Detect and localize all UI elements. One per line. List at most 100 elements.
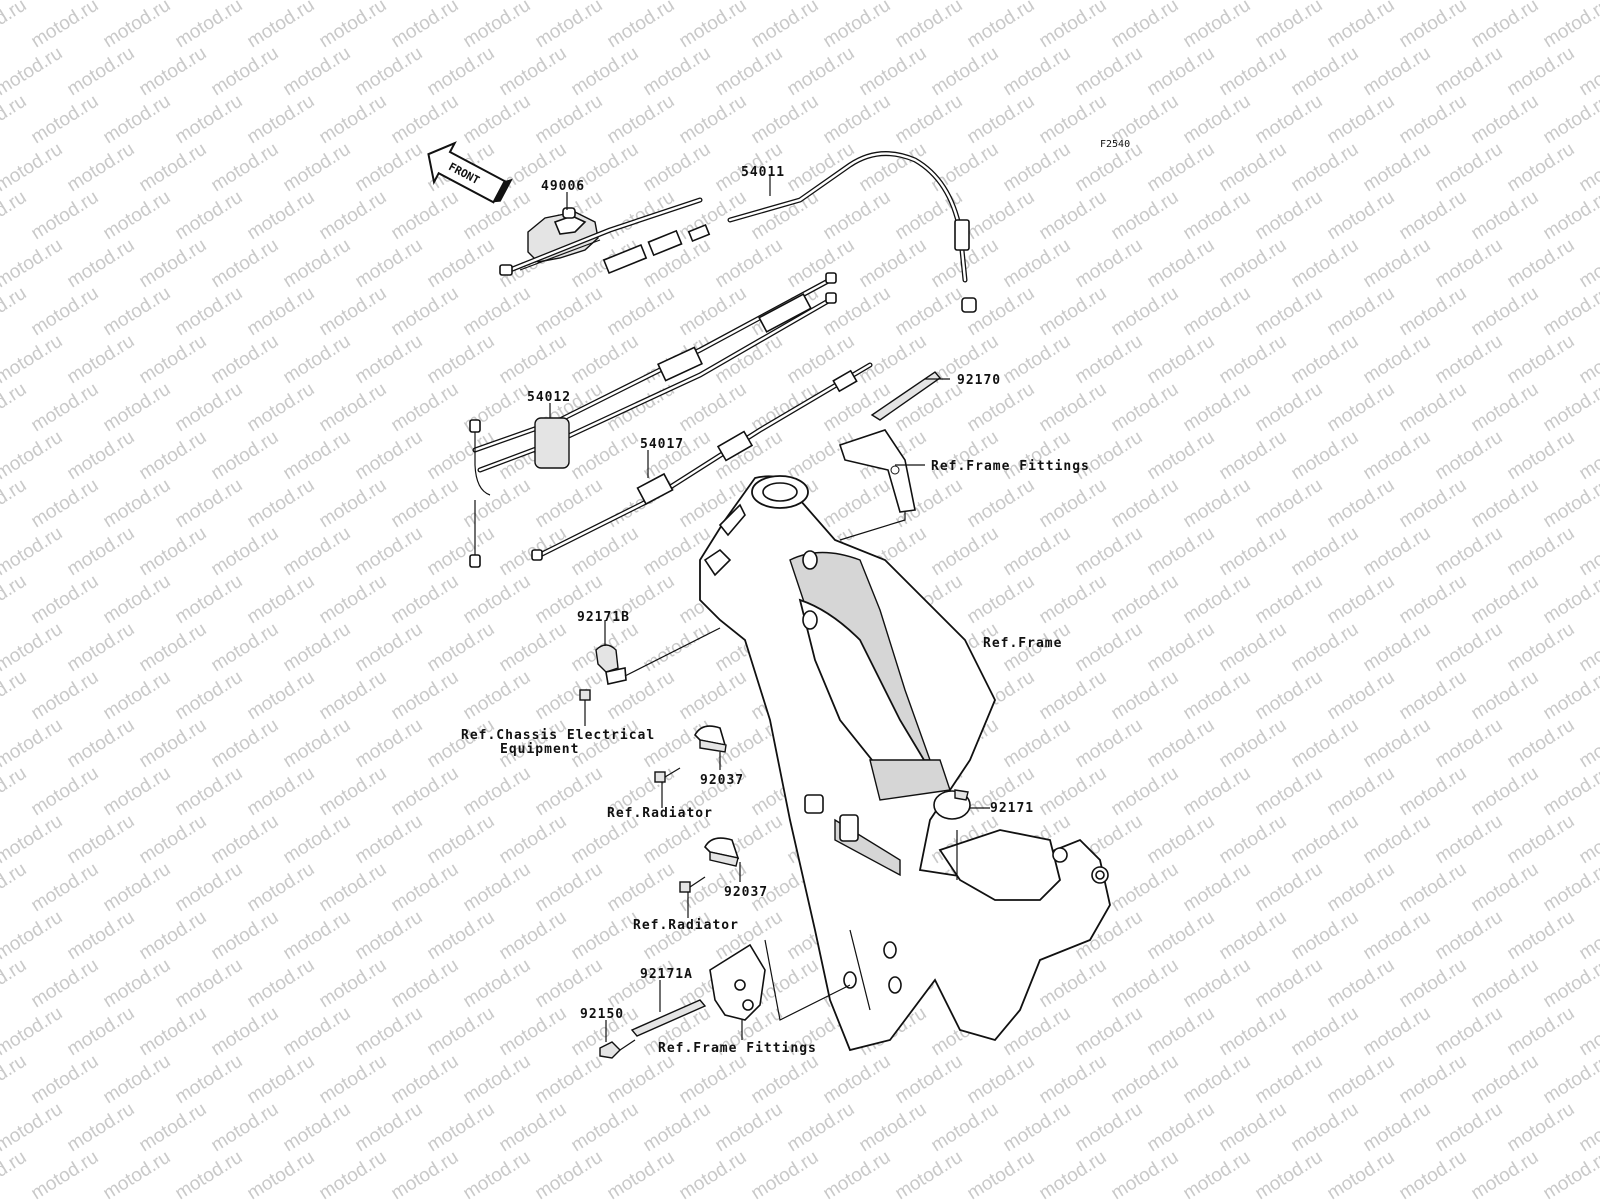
callout-54011: 54011 xyxy=(741,165,785,180)
watermark-text: motod.ru xyxy=(1432,0,1507,4)
watermark-text: motod.ru xyxy=(388,763,463,821)
watermark-text: motod.ru xyxy=(532,283,607,341)
watermark-text: motod.ru xyxy=(1504,715,1579,773)
watermark-text: motod.ru xyxy=(1540,187,1600,245)
watermark-text: motod.ru xyxy=(100,763,175,821)
watermark-text: motod.ru xyxy=(280,139,355,197)
watermark-text: motod.ru xyxy=(352,0,427,4)
watermark-text: motod.ru xyxy=(532,91,607,149)
watermark-text: motod.ru xyxy=(1576,0,1600,4)
watermark-text: motod.ru xyxy=(928,0,1003,4)
frame-fitting-top xyxy=(838,429,916,513)
callout-92171a: 92171A xyxy=(640,967,693,982)
watermark-text: motod.ru xyxy=(424,811,499,869)
watermark-text: motod.ru xyxy=(0,91,30,149)
watermark-text: motod.ru xyxy=(1144,0,1219,4)
watermark-text: motod.ru xyxy=(100,1051,175,1109)
watermark-text: motod.ru xyxy=(208,907,283,965)
watermark-text: motod.ru xyxy=(172,187,247,245)
watermark-text: motod.ru xyxy=(64,1099,139,1157)
watermark-text: motod.ru xyxy=(1108,667,1183,725)
watermark-text: motod.ru xyxy=(172,0,247,52)
watermark-text: motod.ru xyxy=(1144,619,1219,677)
watermark-text: motod.ru xyxy=(1576,811,1600,869)
watermark-text: motod.ru xyxy=(424,0,499,4)
watermark-text: motod.ru xyxy=(208,715,283,773)
watermark-text: motod.ru xyxy=(964,1147,1039,1200)
watermark-text: motod.ru xyxy=(352,235,427,293)
watermark-text: motod.ru xyxy=(1180,0,1255,52)
watermark-text: motod.ru xyxy=(676,379,751,437)
watermark-text: motod.ru xyxy=(352,619,427,677)
watermark-text: motod.ru xyxy=(1108,379,1183,437)
watermark-text: motod.ru xyxy=(712,235,787,293)
watermark-text: motod.ru xyxy=(208,43,283,101)
watermark-text: motod.ru xyxy=(748,1051,823,1109)
watermark-text: motod.ru xyxy=(316,379,391,437)
watermark-text: motod.ru xyxy=(1468,379,1543,437)
watermark-text: motod.ru xyxy=(1432,715,1507,773)
watermark-text: motod.ru xyxy=(1432,811,1507,869)
watermark-text: motod.ru xyxy=(1540,955,1600,1013)
watermark-text: motod.ru xyxy=(1072,619,1147,677)
watermark-text: motod.ru xyxy=(784,43,859,101)
watermark-text: motod.ru xyxy=(28,667,103,725)
watermark-text: motod.ru xyxy=(64,619,139,677)
watermark-text: motod.ru xyxy=(532,1051,607,1109)
watermark-text: motod.ru xyxy=(244,91,319,149)
watermark-text: motod.ru xyxy=(1000,1099,1075,1157)
watermark-text: motod.ru xyxy=(352,811,427,869)
watermark-text: motod.ru xyxy=(1288,0,1363,4)
watermark-text: motod.ru xyxy=(0,955,30,1013)
watermark-text: motod.ru xyxy=(1000,139,1075,197)
watermark-text: motod.ru xyxy=(1504,1099,1579,1157)
watermark-text: motod.ru xyxy=(1576,523,1600,581)
watermark-text: motod.ru xyxy=(604,283,679,341)
watermark-text: motod.ru xyxy=(64,331,139,389)
callout-92171b: 92171B xyxy=(577,610,630,625)
frame-fitting-bottom-plate xyxy=(709,943,766,1021)
watermark-text: motod.ru xyxy=(604,0,679,52)
watermark-text: motod.ru xyxy=(316,1051,391,1109)
watermark-text: motod.ru xyxy=(604,91,679,149)
watermark-text: motod.ru xyxy=(1432,427,1507,485)
watermark-text: motod.ru xyxy=(424,715,499,773)
watermark-text: motod.ru xyxy=(28,859,103,917)
watermark-text: motod.ru xyxy=(1072,235,1147,293)
watermark-text: motod.ru xyxy=(1180,283,1255,341)
watermark-text: motod.ru xyxy=(1504,139,1579,197)
watermark-text: motod.ru xyxy=(568,43,643,101)
watermark-text: motod.ru xyxy=(1540,1147,1600,1200)
watermark-text: motod.ru xyxy=(352,139,427,197)
watermark-text: motod.ru xyxy=(316,283,391,341)
watermark-text: motod.ru xyxy=(136,1003,211,1061)
watermark-text: motod.ru xyxy=(1252,1147,1327,1200)
watermark-text: motod.ru xyxy=(1216,619,1291,677)
watermark-text: motod.ru xyxy=(280,1003,355,1061)
watermark-text: motod.ru xyxy=(964,571,1039,629)
watermark-text: motod.ru xyxy=(1468,763,1543,821)
watermark-text: motod.ru xyxy=(1180,91,1255,149)
watermark-text: motod.ru xyxy=(1360,907,1435,965)
watermark-text: motod.ru xyxy=(1036,0,1111,52)
watermark-text: motod.ru xyxy=(1180,1051,1255,1109)
watermark-text: motod.ru xyxy=(928,43,1003,101)
watermark-text: motod.ru xyxy=(0,43,66,101)
watermark-text: motod.ru xyxy=(0,1147,30,1200)
watermark-text: motod.ru xyxy=(964,475,1039,533)
watermark-text: motod.ru xyxy=(1396,0,1471,52)
watermark-text: motod.ru xyxy=(1540,283,1600,341)
watermark-text: motod.ru xyxy=(712,1099,787,1157)
motorcycle-frame xyxy=(699,475,1111,1052)
watermark-text: motod.ru xyxy=(64,1003,139,1061)
watermark-text: motod.ru xyxy=(1540,859,1600,917)
watermark-text: motod.ru xyxy=(136,907,211,965)
watermark-text: motod.ru xyxy=(1396,187,1471,245)
watermark-text: motod.ru xyxy=(640,907,715,965)
watermark-text: motod.ru xyxy=(352,427,427,485)
watermark-text: motod.ru xyxy=(208,139,283,197)
watermark-text: motod.ru xyxy=(424,1099,499,1157)
watermark-text: motod.ru xyxy=(1108,0,1183,52)
watermark-text: motod.ru xyxy=(1396,955,1471,1013)
watermark-text: motod.ru xyxy=(280,523,355,581)
